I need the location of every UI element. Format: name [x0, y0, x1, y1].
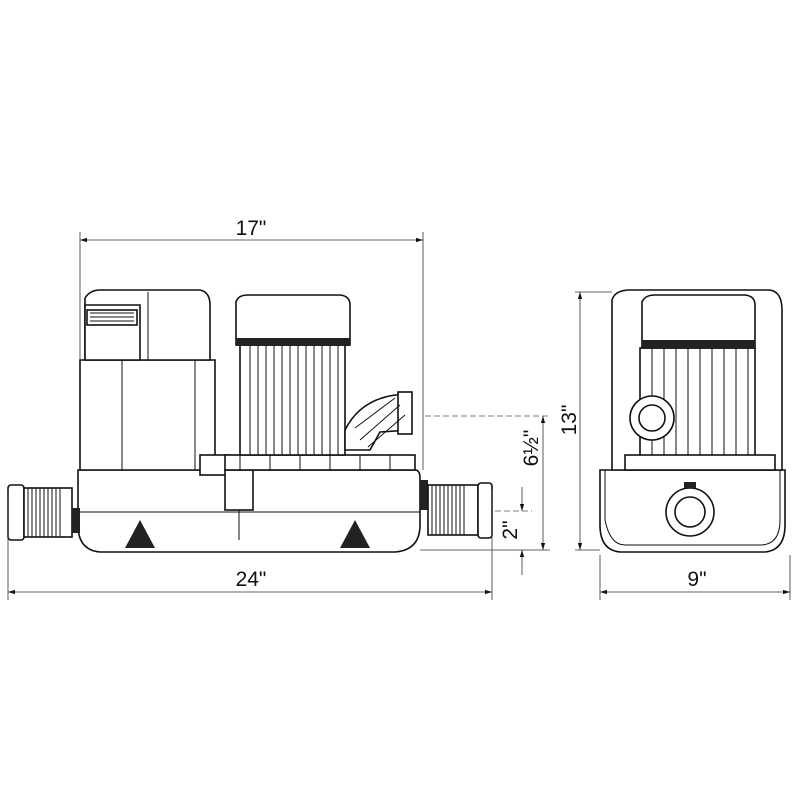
- dimension-17: 17": [79, 217, 424, 470]
- dim-9-label: 9": [687, 568, 706, 591]
- inlet-left: [7, 484, 80, 541]
- dimension-6-5: 6½": [420, 415, 550, 551]
- dim-13-label: 13": [558, 405, 581, 436]
- dimension-2: 2": [495, 487, 532, 575]
- foot-left: [125, 520, 155, 548]
- dim-2-label: 2": [499, 520, 522, 539]
- inlet-right: [420, 480, 493, 539]
- dim-24-label: 24": [236, 568, 267, 591]
- dim-17-label: 17": [236, 217, 267, 240]
- motor-body: [239, 344, 346, 456]
- float-chamber: [224, 469, 254, 511]
- dimension-13: 13": [558, 291, 612, 551]
- base-housing: [77, 469, 421, 553]
- tank-body: [79, 359, 216, 471]
- dimension-24: 24": [7, 490, 493, 600]
- side-view: [599, 289, 786, 553]
- motor-cap: [235, 294, 351, 346]
- dim-6-5-label: 6½": [520, 430, 543, 467]
- dimension-9: 9": [599, 555, 791, 600]
- front-view: [7, 289, 493, 553]
- foot-right: [340, 520, 370, 548]
- side-motor-cap: [641, 294, 756, 349]
- motor-plate: [224, 454, 416, 471]
